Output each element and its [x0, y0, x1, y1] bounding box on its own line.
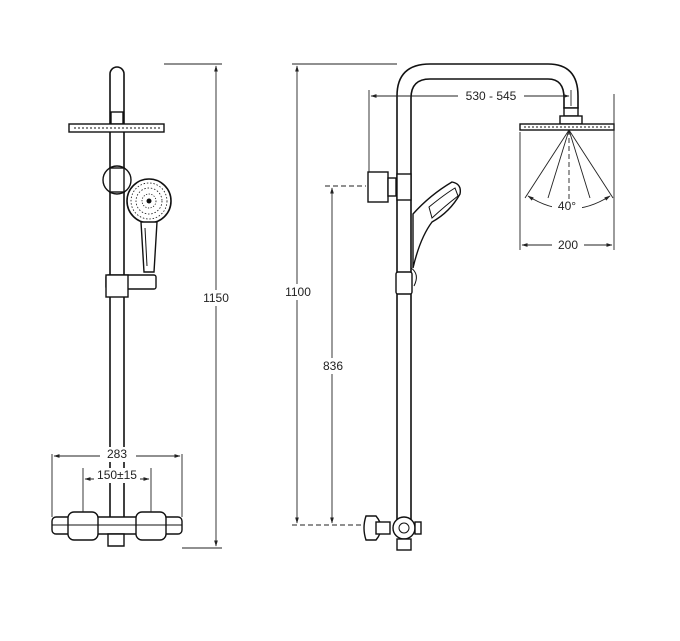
side-slider: [395, 271, 413, 295]
front-view: 1150 283 150±15: [51, 63, 234, 549]
side-reach-label: 530 - 545: [466, 89, 517, 103]
side-bracket-height-label: 836: [323, 359, 343, 373]
side-hand-shower: [412, 181, 462, 269]
side-wall-bracket: [367, 171, 389, 203]
front-hand-shower-handle: [140, 221, 158, 273]
side-mixer-knob: [392, 516, 416, 540]
front-head-connector: [110, 111, 124, 125]
front-width-label: 283: [107, 447, 127, 461]
side-head-shower: [519, 123, 615, 131]
front-head-shower: [68, 123, 165, 133]
front-height-label: 1150: [203, 291, 229, 305]
front-spout: [107, 533, 125, 547]
side-head-diameter-label: 200: [558, 238, 578, 252]
front-spacing-label: 150±15: [97, 468, 137, 482]
side-view: 1100 836 530 - 545 40° 200: [282, 63, 615, 551]
side-height-label: 1100: [285, 285, 311, 299]
side-spray-angle-label: 40°: [558, 199, 576, 213]
side-riser-pipe: [396, 63, 579, 523]
